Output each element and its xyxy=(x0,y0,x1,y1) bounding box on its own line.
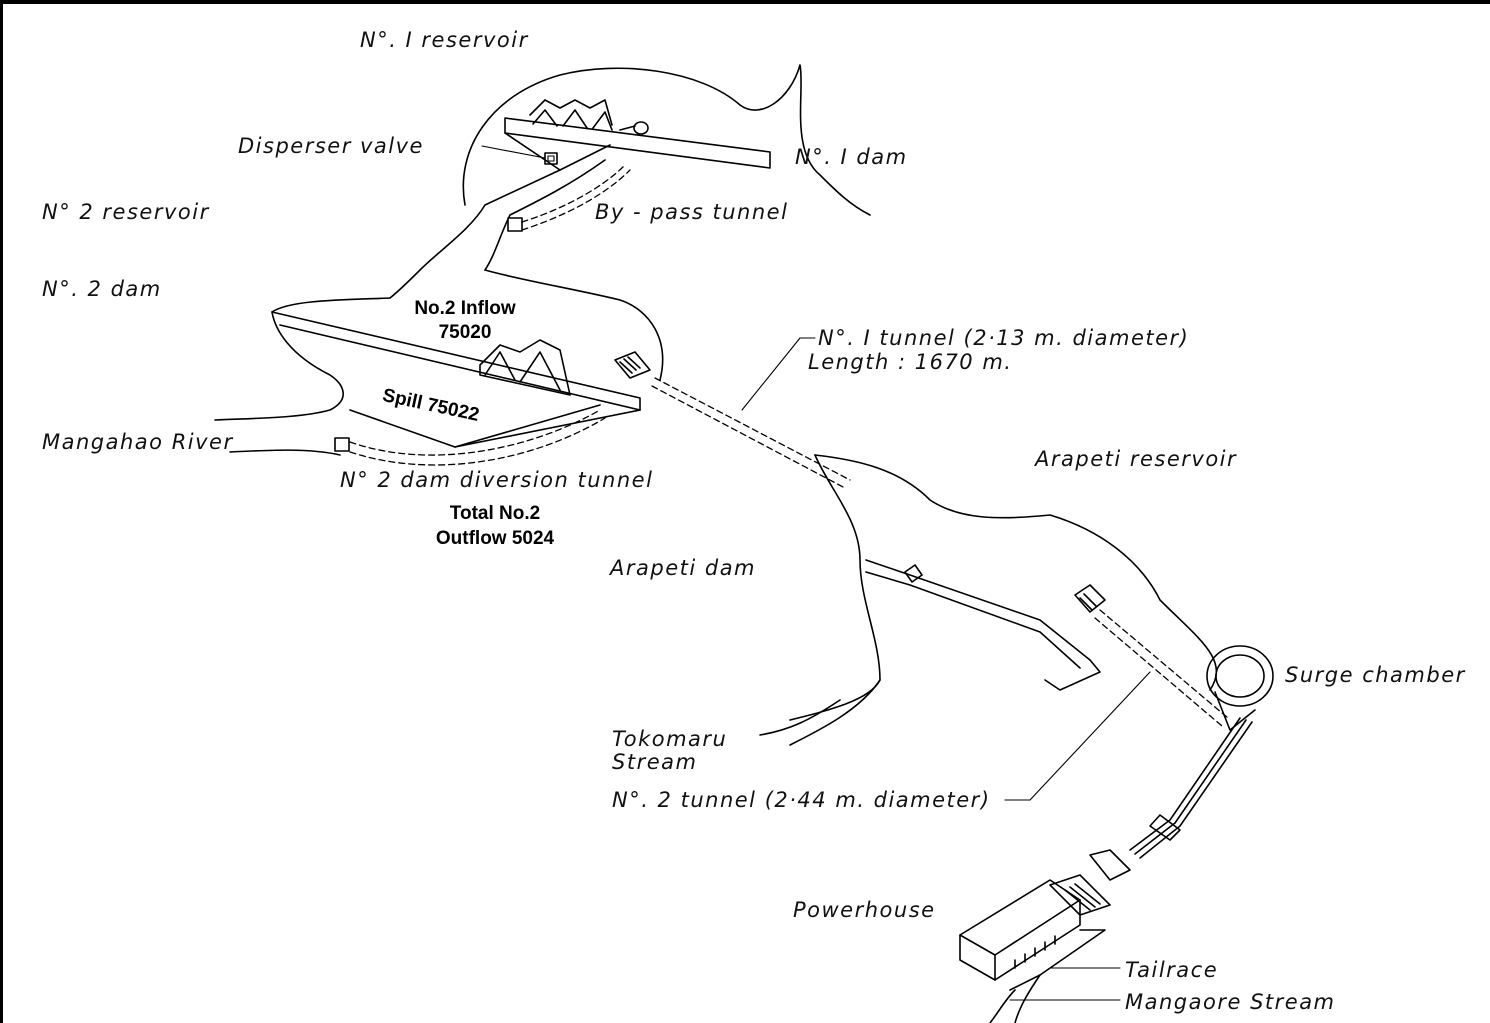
label-bypass-tunnel: By - pass tunnel xyxy=(595,200,788,224)
label-arapeti-reservoir: Arapeti reservoir xyxy=(1035,447,1237,471)
annotation-outflow-line2: Outflow 5024 xyxy=(420,528,570,550)
annotation-inflow-line1: No.2 Inflow xyxy=(395,298,535,320)
spillway-structures xyxy=(480,340,570,395)
label-arapeti-dam: Arapeti dam xyxy=(610,556,756,580)
annotation-outflow-line1: Total No.2 xyxy=(420,503,570,525)
label-no1-dam: N°. I dam xyxy=(795,145,908,169)
label-tokomaru-line1: Tokomaru xyxy=(612,727,727,751)
arapeti-reservoir-outline xyxy=(815,455,1216,690)
no1-tunnel-intake xyxy=(615,352,650,378)
label-no2-tunnel: N°. 2 tunnel (2·44 m. diameter) xyxy=(612,788,991,812)
label-disperser-valve: Disperser valve xyxy=(238,134,424,158)
no1-tunnel-leader xyxy=(742,338,800,410)
no2-tunnel-leader xyxy=(1030,672,1150,800)
surge-chamber-ring-inner xyxy=(1216,655,1264,697)
no1-reservoir-outline xyxy=(463,65,870,215)
label-no1-tunnel-length: Length : 1670 m. xyxy=(808,350,1012,374)
label-mangaore-stream: Mangaore Stream xyxy=(1125,990,1336,1014)
label-no1-tunnel: N°. I tunnel (2·13 m. diameter) xyxy=(818,326,1189,350)
label-surge-chamber: Surge chamber xyxy=(1285,663,1466,687)
no2-reservoir-outline xyxy=(215,298,390,420)
annotation-inflow-line2: 75020 xyxy=(395,322,535,344)
label-tailrace: Tailrace xyxy=(1125,958,1218,982)
disperser-valve-leader xyxy=(482,146,545,158)
label-mangahao-river: Mangahao River xyxy=(42,430,234,454)
disperser-valve-symbol xyxy=(545,153,557,164)
penstocks xyxy=(1050,718,1252,915)
label-no2-reservoir: N° 2 reservoir xyxy=(42,200,210,224)
powerhouse-building xyxy=(960,880,1080,980)
label-diversion-tunnel: N° 2 dam diversion tunnel xyxy=(340,468,653,492)
mangahao-river xyxy=(230,450,340,455)
label-no1-reservoir: N°. I reservoir xyxy=(360,28,529,52)
diversion-tunnel-portal xyxy=(335,438,349,451)
bypass-tunnel-portal xyxy=(508,218,522,231)
tokomaru-stream xyxy=(790,680,880,745)
label-no2-dam: N°. 2 dam xyxy=(42,277,162,301)
label-powerhouse: Powerhouse xyxy=(793,898,936,922)
no2-tunnel-intake xyxy=(1075,585,1105,612)
label-tokomaru-line2: Stream xyxy=(612,750,697,774)
